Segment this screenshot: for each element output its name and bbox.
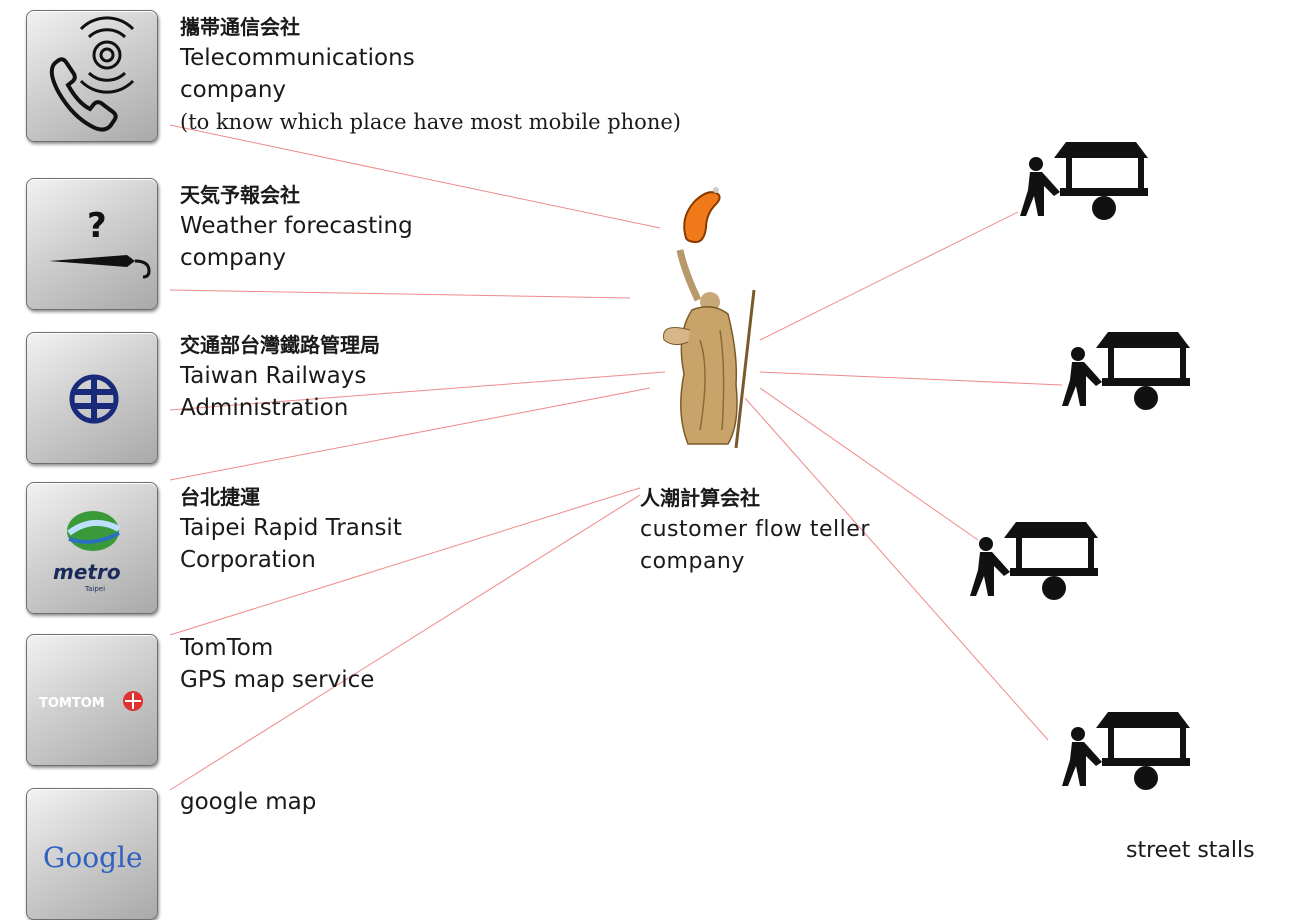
metro-label: 台北捷運 Taipei Rapid Transit Corporation xyxy=(180,482,402,576)
railways-en1: Taiwan Railways xyxy=(180,363,367,389)
weather-tile: ? xyxy=(26,178,158,310)
connector-line xyxy=(759,371,1063,386)
center-en2: company xyxy=(640,549,745,574)
weather-en1: Weather forecasting xyxy=(180,213,413,239)
connector-line xyxy=(759,387,979,541)
tomtom-en2: GPS map service xyxy=(180,667,375,693)
street-stall-icon xyxy=(1062,712,1190,790)
metro-en2: Corporation xyxy=(180,547,316,573)
railways-tile xyxy=(26,332,158,464)
street-stall-icon xyxy=(1062,332,1190,410)
telecom-jp: 攜帯通信会社 xyxy=(180,15,300,39)
center-jp: 人潮計算会社 xyxy=(640,486,760,510)
telecom-tile xyxy=(26,10,158,142)
umbrella-question-icon: ? xyxy=(49,206,151,279)
phone-signal-icon xyxy=(49,16,135,132)
railways-label: 交通部台灣鐵路管理局 Taiwan Railways Administratio… xyxy=(180,330,380,424)
metro-logo-sub: Taipei xyxy=(84,585,105,593)
telecom-en1: Telecommunications xyxy=(180,45,415,71)
google-logo-text: Google xyxy=(43,841,143,874)
google-label: google map xyxy=(180,786,316,818)
metro-tile: metro Taipei xyxy=(26,482,158,614)
customer-flow-label: 人潮計算会社 customer flow teller company xyxy=(640,482,870,578)
weather-en2: company xyxy=(180,245,287,271)
google-tile: Google xyxy=(26,788,158,920)
connector-line xyxy=(169,494,641,791)
weather-label: 天気予報会社 Weather forecasting company xyxy=(180,180,413,274)
connector-line xyxy=(169,124,661,229)
tomtom-tile: TOMTOM xyxy=(26,634,158,766)
taiwan-railways-logo-icon xyxy=(69,374,119,424)
connector-line xyxy=(759,211,1019,341)
connector-line xyxy=(169,371,666,411)
center-en1: customer flow teller xyxy=(640,517,870,542)
google-logo-icon: Google xyxy=(43,841,143,874)
telecom-en2: company xyxy=(180,77,287,103)
telecom-label: 攜帯通信会社 Telecommunications company (to kn… xyxy=(180,12,681,138)
tomtom-label: TomTom GPS map service xyxy=(180,632,374,696)
street-stall-icon xyxy=(1020,142,1148,220)
railways-jp: 交通部台灣鐵路管理局 xyxy=(180,333,380,357)
railways-en2: Administration xyxy=(180,395,349,421)
connector-line xyxy=(169,387,651,481)
metro-en1: Taipei Rapid Transit xyxy=(180,515,402,541)
google-en1: google map xyxy=(180,789,317,815)
metro-logo-icon: metro Taipei xyxy=(53,511,121,593)
tomtom-en1: TomTom xyxy=(180,635,274,661)
weather-jp: 天気予報会社 xyxy=(180,183,300,207)
tomtom-logo-icon: TOMTOM xyxy=(39,691,143,711)
tomtom-logo-text: TOMTOM xyxy=(39,696,105,711)
sausage-liberty-figure-icon xyxy=(663,187,756,449)
street-stall-icon xyxy=(970,522,1098,600)
metro-logo-text: metro xyxy=(53,560,121,584)
svg-text:?: ? xyxy=(87,206,107,246)
street-stalls-label: street stalls xyxy=(1126,838,1255,863)
metro-jp: 台北捷運 xyxy=(180,485,260,509)
telecom-note: (to know which place have most mobile ph… xyxy=(180,110,681,134)
connector-line xyxy=(744,397,1049,741)
connector-line xyxy=(169,487,641,636)
connector-line xyxy=(169,289,631,299)
